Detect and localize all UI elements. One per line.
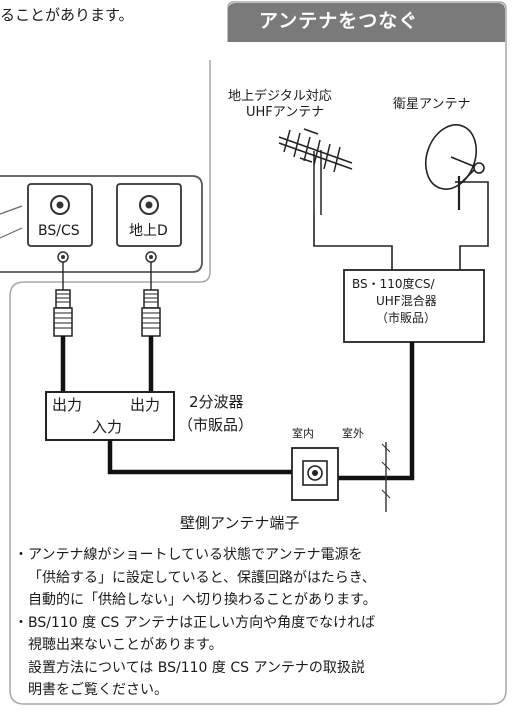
notes: ・アンテナ線がショートしている状態でアンテナ電源を 「供給する」に設定していると… [14,544,510,702]
uhf-antenna-label-line1: 地上デジタル対応 [228,89,332,104]
note-line: ・BS/110 度 CS アンテナは正しい方向や角度でなければ [14,614,376,631]
mixer-label-line2: UHF混合器 [376,294,437,308]
top-text-fragment: ることがあります。 [0,6,134,24]
mixer-label-line1: BS・110度CS/ [352,277,435,291]
outdoor-label: 室外 [342,427,364,440]
f-plug-right [141,289,161,337]
splitter-name: 2分波器 [189,393,244,411]
note-line: 明書をご覧ください。 [28,682,168,698]
note-line: 自動的に「供給しない」へ切り換わることがあります。 [28,592,377,608]
note-line: 「供給する」に設定していると、保護回路がはたらき、 [28,569,376,586]
note-line: 設置方法については BS/110 度 CS アンテナの取扱説 [28,659,365,676]
note-line: ・アンテナ線がショートしている状態でアンテナ電源を [14,547,363,563]
section-title: アンテナをつなぐ [259,10,419,32]
splitter-input: 入力 [92,418,123,436]
satellite-antenna-label: 衛星アンテナ [393,97,471,112]
note-line: 視聴出来ないことがあります。 [28,637,223,653]
wall-terminal-caption: 壁側アンテナ端子 [180,514,300,532]
splitter-output-left: 出力 [52,396,83,414]
splitter-box [45,391,175,441]
uhf-antenna-icon [278,128,353,215]
indoor-label: 室内 [292,427,314,440]
mixer-box [343,269,485,343]
header-bar [228,3,505,42]
splitter-note: （市販品） [178,416,254,434]
uhf-antenna-label-line2: UHFアンテナ [246,105,325,120]
f-plug-left [53,289,73,337]
bs-cs-jack-label: BS/CS [38,223,80,239]
terrestrial-jack-label: 地上D [129,223,168,239]
mixer-label-line3: （市販品） [376,311,437,325]
satellite-dish-icon [424,124,485,210]
outer-panel [9,1,507,705]
splitter-output-right: 出力 [130,396,161,414]
